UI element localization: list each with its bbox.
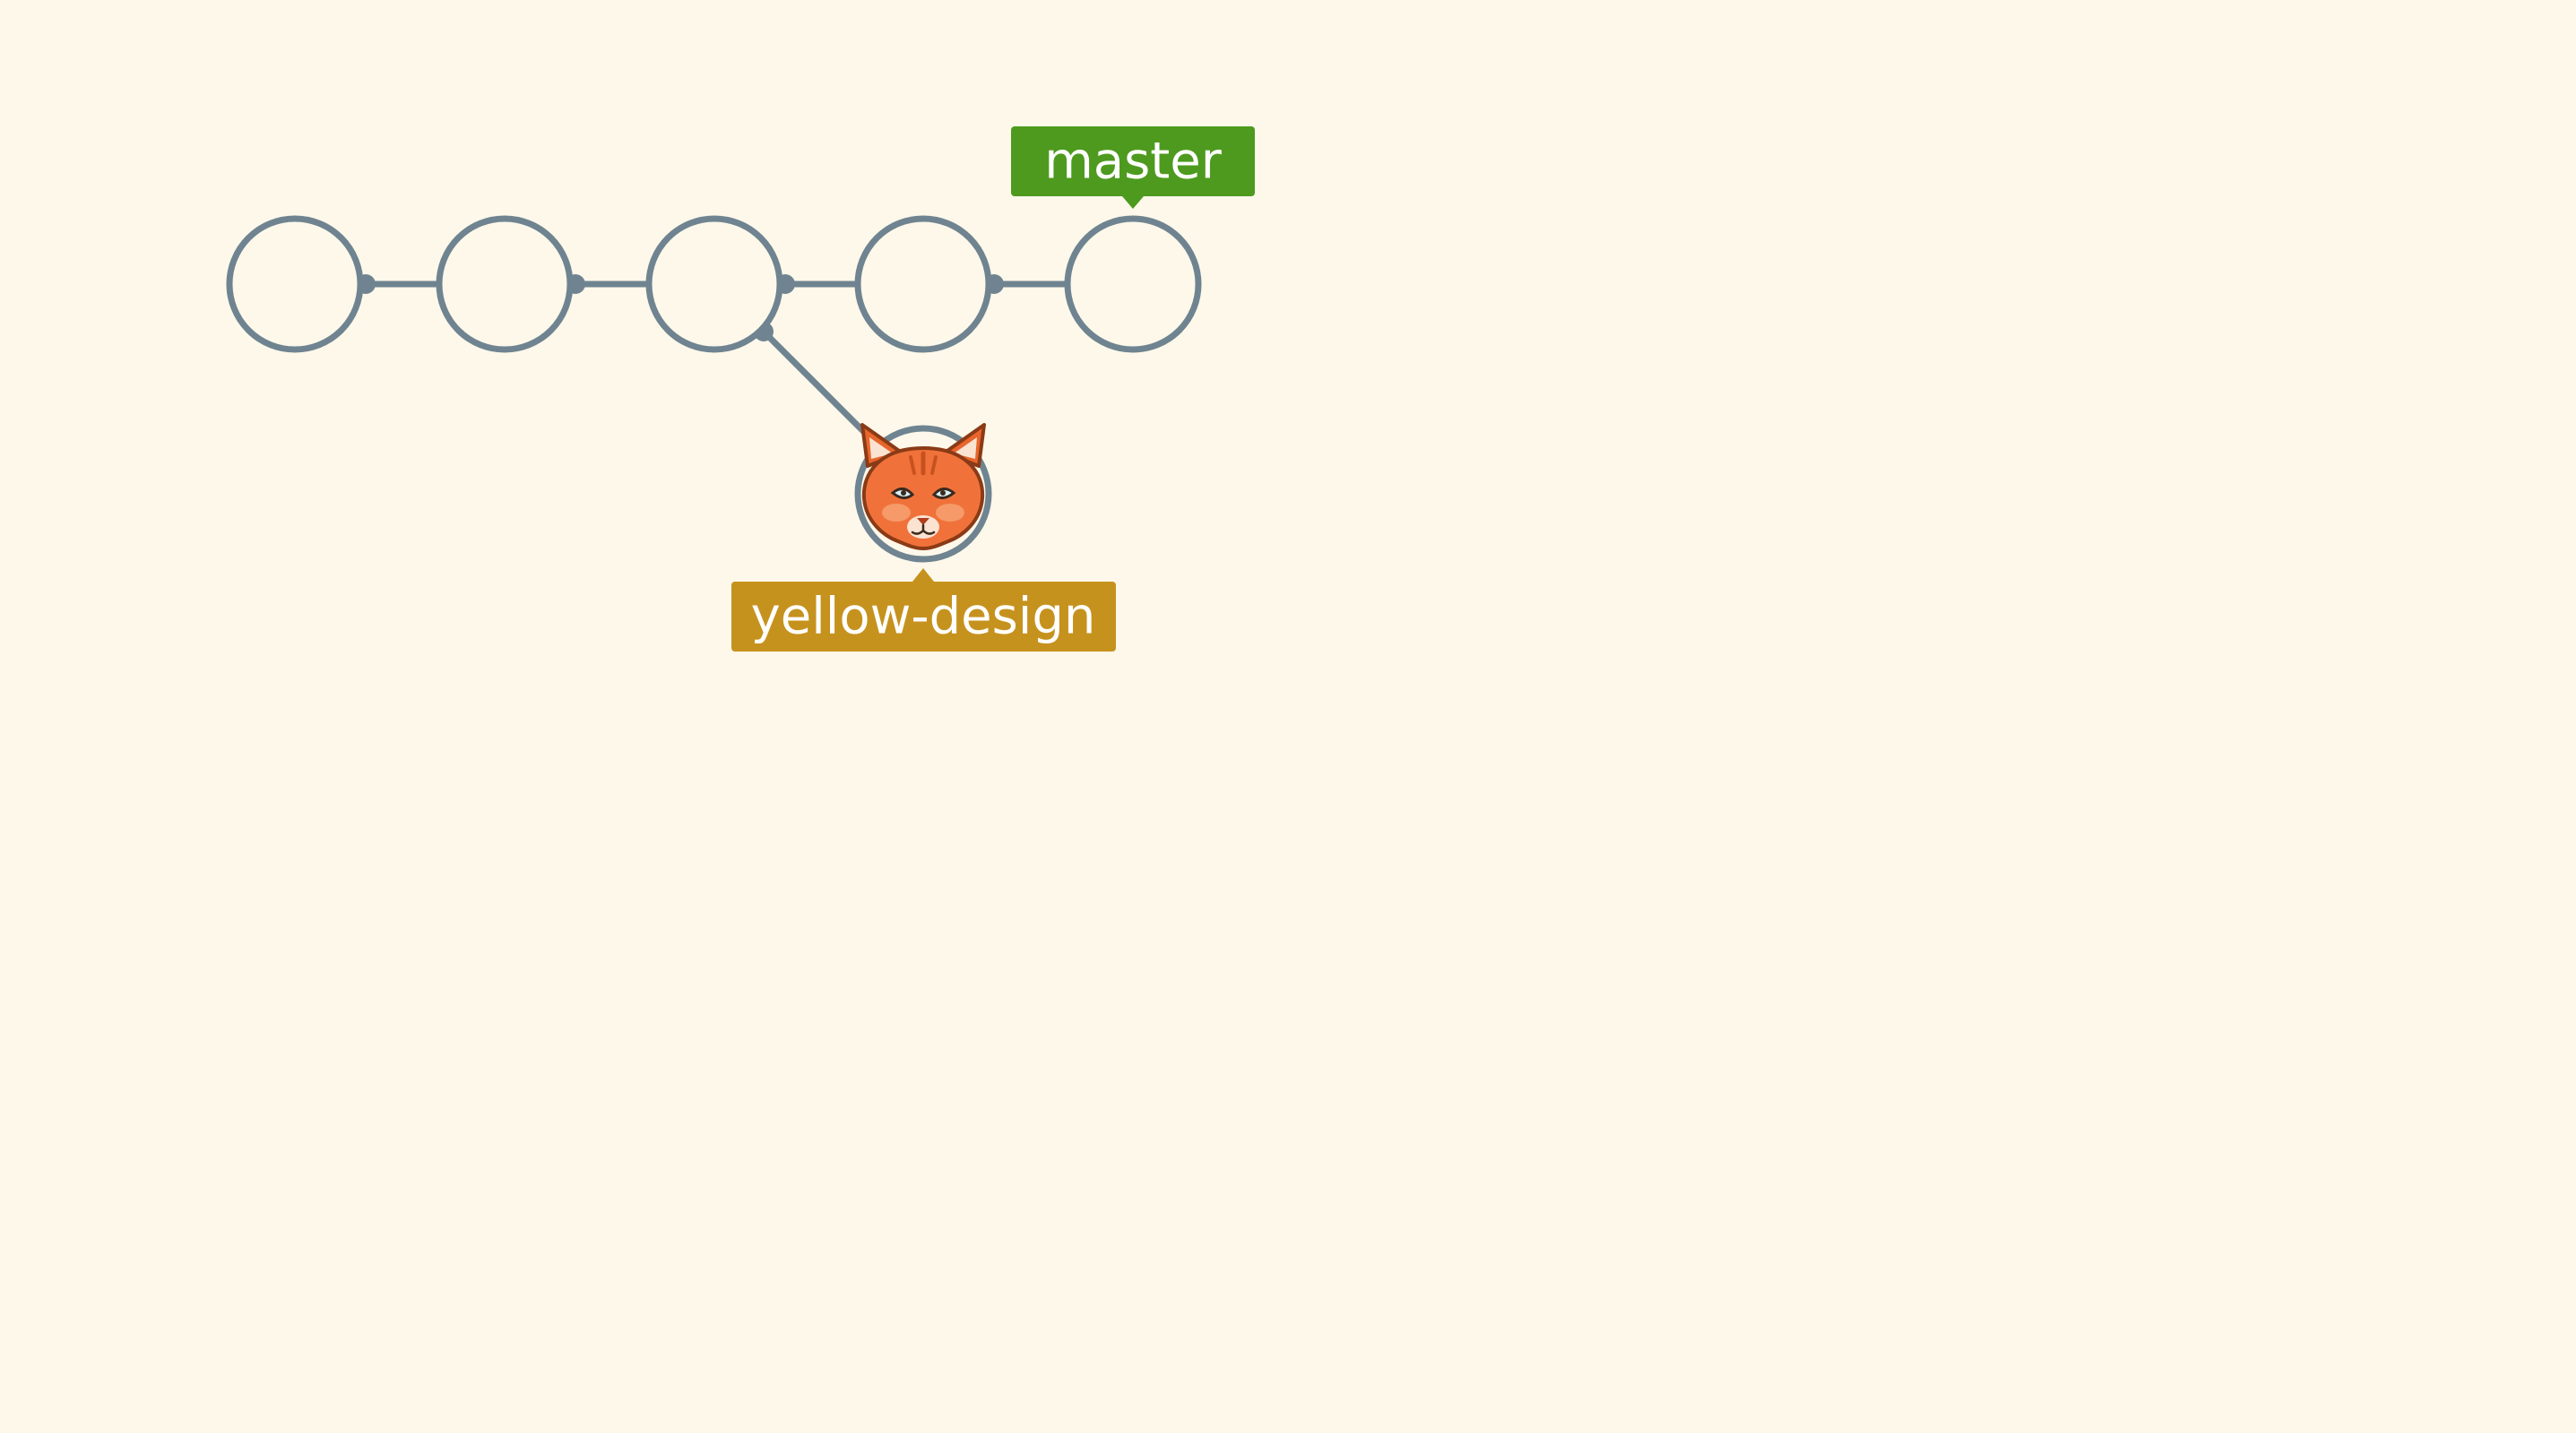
- edge-3-branch: [761, 329, 881, 449]
- commit-node-5: [1064, 215, 1202, 353]
- branch-label-yellow-design: yellow-design: [731, 568, 1116, 652]
- commit-node-4: [854, 215, 992, 353]
- branch-label-yellow-design-text: yellow-design: [751, 588, 1096, 646]
- commit-node-1: [226, 215, 364, 353]
- branch-label-master: master: [1011, 126, 1255, 209]
- commit-node-2: [436, 215, 574, 353]
- commit-node-3: [645, 215, 783, 353]
- cat-face-icon: [860, 423, 986, 551]
- branch-label-master-text: master: [1044, 133, 1222, 191]
